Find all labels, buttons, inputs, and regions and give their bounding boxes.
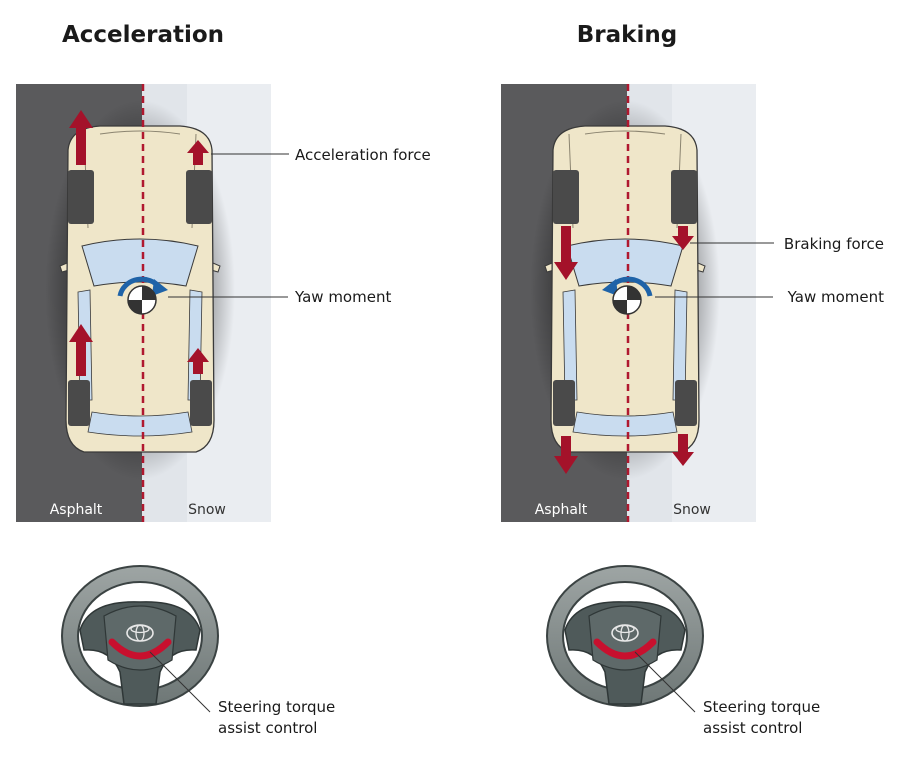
yaw-moment-label: Yaw moment (294, 288, 391, 306)
asphalt-label: Asphalt (535, 502, 588, 518)
snow-label: Snow (188, 502, 226, 518)
acceleration-panel: Acceleration (16, 22, 431, 737)
center-of-gravity-icon (612, 285, 642, 315)
torque-assist-arc (108, 638, 172, 660)
braking-force-label: Braking force (784, 235, 884, 253)
leader-line (149, 651, 211, 713)
steering-wheel (61, 565, 219, 707)
force-arrow (187, 140, 209, 165)
panel-title: Acceleration (62, 22, 224, 48)
steering-wheel (546, 565, 704, 707)
yaw-moment-indicator (602, 276, 653, 315)
snow-label: Snow (673, 502, 711, 518)
asphalt-label: Asphalt (50, 502, 103, 518)
force-arrow (672, 226, 694, 250)
yaw-moment-indicator (117, 276, 168, 315)
steering-label-line2: assist control (218, 719, 317, 737)
front-right-wheel (186, 170, 212, 224)
rear-right-wheel (190, 380, 212, 426)
torque-assist-arc (593, 638, 657, 660)
force-arrow (554, 226, 578, 280)
front-right-wheel (671, 170, 697, 224)
rear-left-wheel (68, 380, 90, 426)
braking-panel: Braking (501, 22, 884, 737)
steering-label-line2: assist control (703, 719, 802, 737)
leader-line (634, 651, 696, 713)
acceleration-force-arrows (69, 110, 209, 376)
steering-label-line1: Steering torque (218, 698, 335, 716)
center-of-gravity-icon (127, 285, 157, 315)
rear-left-wheel (553, 380, 575, 426)
front-left-wheel (68, 170, 94, 224)
force-arrow (69, 324, 93, 376)
force-arrow (554, 436, 578, 474)
panel-title: Braking (577, 22, 677, 48)
front-left-wheel (553, 170, 579, 224)
yaw-moment-label: Yaw moment (787, 288, 884, 306)
acceleration-force-label: Acceleration force (295, 146, 431, 164)
force-arrow (187, 348, 209, 374)
braking-force-arrows (554, 226, 694, 474)
force-arrow (69, 110, 93, 165)
steering-label-line1: Steering torque (703, 698, 820, 716)
toyota-logo-icon (126, 624, 154, 642)
rear-right-wheel (675, 380, 697, 426)
force-arrow (672, 434, 694, 466)
toyota-logo-icon (611, 624, 639, 642)
